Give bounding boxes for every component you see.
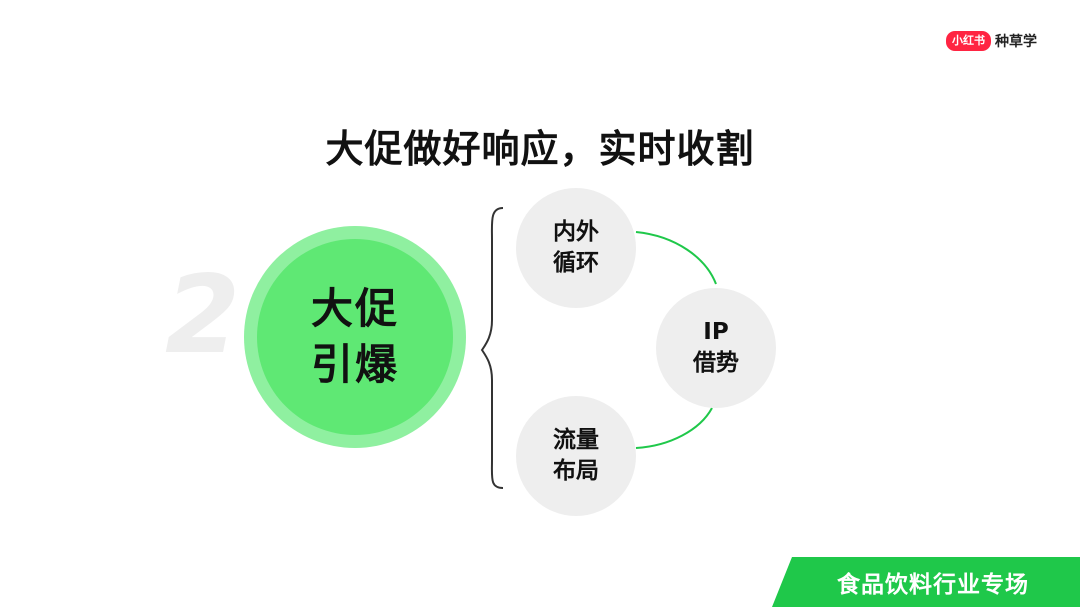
- arc-top: [635, 231, 717, 285]
- main-label-line1: 大促: [310, 284, 399, 333]
- arc-bottom: [635, 407, 713, 449]
- node-label-line1: 内外: [553, 219, 599, 245]
- node-label-line2: 布局: [553, 458, 599, 484]
- node-traffic-layout: 流量 布局: [516, 396, 636, 516]
- node-inner-outer-loop: 内外 循环: [516, 188, 636, 308]
- footer-text: 食品饮料行业专场: [837, 572, 1029, 598]
- node-label-line2: 借势: [693, 350, 739, 376]
- brand-badge: 小红书: [946, 31, 991, 51]
- page-title: 大促做好响应，实时收割: [325, 127, 755, 171]
- main-circle: 大促 引爆: [244, 226, 466, 448]
- brand-logo: 小红书 种草学: [946, 31, 1037, 51]
- footer-banner: 食品饮料行业专场: [772, 557, 1080, 607]
- main-circle-inner: 大促 引爆: [257, 239, 453, 435]
- node-label-line1: 流量: [553, 427, 599, 453]
- brand-name: 种草学: [995, 34, 1037, 50]
- node-label-line2: 循环: [553, 250, 599, 276]
- curly-brace: [480, 207, 504, 489]
- step-number: 2: [165, 253, 241, 378]
- node-label-line1: IP: [703, 319, 729, 345]
- node-ip-leverage: IP 借势: [656, 288, 776, 408]
- main-label-line2: 引爆: [310, 340, 399, 389]
